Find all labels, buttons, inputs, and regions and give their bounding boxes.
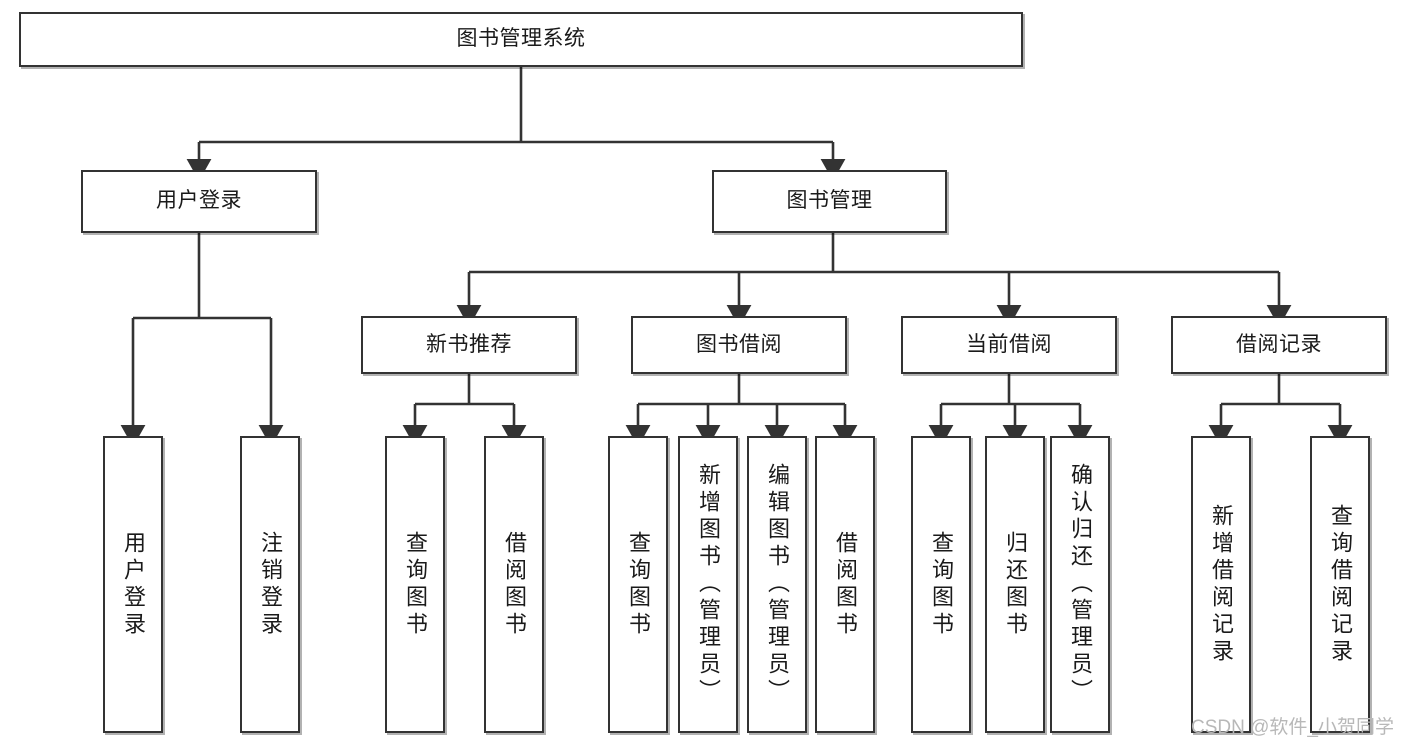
node-leaf-add-book-label: 新增图书（管理员）: [696, 463, 721, 706]
node-leaf-borrow-book-2-label: 借阅图书: [833, 530, 858, 639]
node-leaf-edit-book[interactable]: 编辑图书（管理员）: [747, 436, 807, 733]
node-leaf-user-login-label: 用户登录: [121, 530, 146, 639]
node-user-login[interactable]: 用户登录: [81, 170, 317, 233]
csdn-watermark: CSDN @软件_小贺同学: [1191, 717, 1394, 738]
node-book-management-label: 图书管理: [786, 189, 873, 213]
node-current-borrow[interactable]: 当前借阅: [901, 316, 1117, 374]
node-leaf-query-record[interactable]: 查询借阅记录: [1310, 436, 1370, 733]
node-leaf-borrow-book-1[interactable]: 借阅图书: [484, 436, 544, 733]
node-leaf-return-book[interactable]: 归还图书: [985, 436, 1045, 733]
node-leaf-add-book[interactable]: 新增图书（管理员）: [678, 436, 738, 733]
node-user-login-label: 用户登录: [156, 189, 242, 213]
node-leaf-query-book-1[interactable]: 查询图书: [385, 436, 445, 733]
node-leaf-borrow-book-1-label: 借阅图书: [502, 530, 527, 639]
node-borrow-record[interactable]: 借阅记录: [1171, 316, 1387, 374]
node-new-book-recommend[interactable]: 新书推荐: [361, 316, 577, 374]
node-leaf-add-record-label: 新增借阅记录: [1209, 503, 1234, 666]
node-leaf-query-book-2-label: 查询图书: [626, 530, 651, 639]
node-leaf-logout[interactable]: 注销登录: [240, 436, 300, 733]
node-leaf-logout-label: 注销登录: [258, 530, 283, 639]
node-root[interactable]: 图书管理系统: [19, 12, 1023, 67]
node-leaf-confirm-return-label: 确认归还（管理员）: [1068, 463, 1093, 706]
node-new-book-recommend-label: 新书推荐: [426, 332, 512, 356]
node-leaf-borrow-book-2[interactable]: 借阅图书: [815, 436, 875, 733]
node-book-borrow[interactable]: 图书借阅: [631, 316, 847, 374]
node-book-borrow-label: 图书借阅: [696, 332, 782, 356]
node-leaf-return-book-label: 归还图书: [1003, 530, 1028, 639]
node-leaf-query-book-3-label: 查询图书: [929, 530, 954, 639]
node-leaf-query-book-2[interactable]: 查询图书: [608, 436, 668, 733]
node-current-borrow-label: 当前借阅: [966, 332, 1052, 356]
node-leaf-user-login[interactable]: 用户登录: [103, 436, 163, 733]
node-book-management[interactable]: 图书管理: [712, 170, 947, 233]
node-leaf-query-book-3[interactable]: 查询图书: [911, 436, 971, 733]
node-leaf-query-record-label: 查询借阅记录: [1328, 503, 1353, 666]
node-leaf-add-record[interactable]: 新增借阅记录: [1191, 436, 1251, 733]
node-leaf-query-book-1-label: 查询图书: [403, 530, 428, 639]
node-borrow-record-label: 借阅记录: [1236, 332, 1322, 356]
node-leaf-confirm-return[interactable]: 确认归还（管理员）: [1050, 436, 1110, 733]
node-leaf-edit-book-label: 编辑图书（管理员）: [765, 463, 790, 706]
node-root-label: 图书管理系统: [456, 27, 586, 51]
